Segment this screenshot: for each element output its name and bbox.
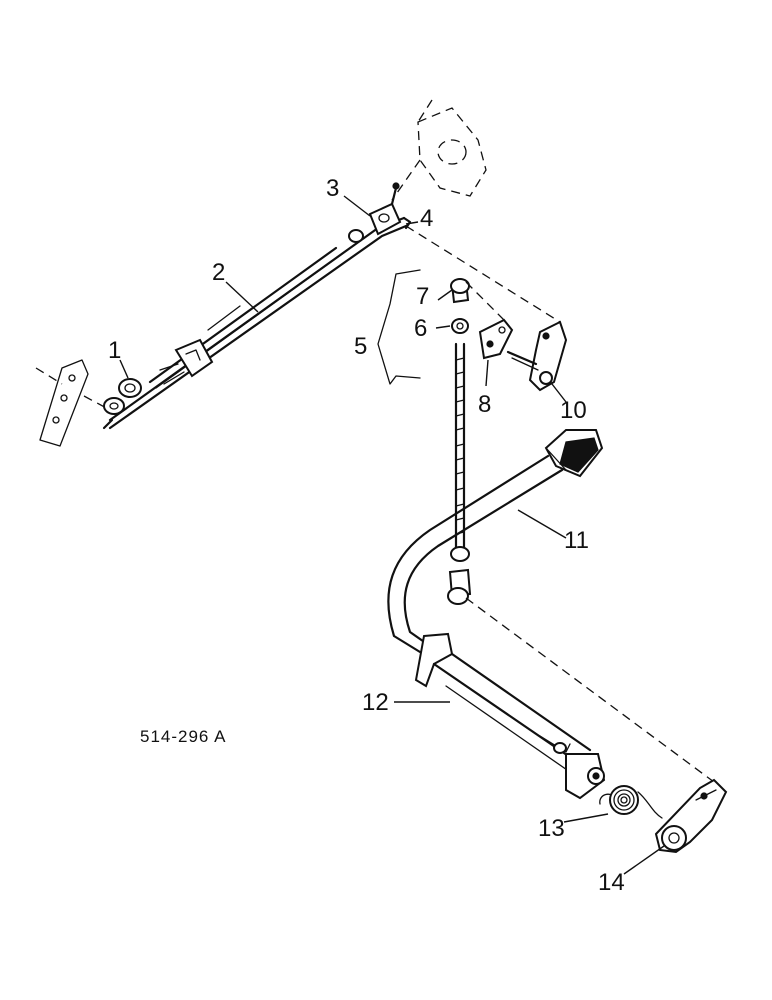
threaded-rod — [447, 342, 472, 605]
callout-4: 4 — [420, 205, 433, 232]
torsion-spring — [599, 785, 663, 819]
callout-14: 14 — [598, 869, 625, 896]
callout-11: 11 — [564, 527, 589, 554]
pivot-shaft — [414, 632, 606, 800]
control-rod — [102, 216, 412, 430]
callout-labels: 1 2 3 4 5 6 7 8 10 11 12 13 14 — [108, 175, 625, 896]
rod-nuts — [103, 378, 142, 415]
callout-2: 2 — [212, 259, 225, 286]
ghost-mounting-bracket-left — [35, 359, 111, 447]
callout-13: 13 — [538, 815, 565, 842]
callout-8: 8 — [478, 391, 491, 418]
callout-5: 5 — [354, 333, 367, 360]
quadrant-plate — [654, 778, 728, 854]
callout-3: 3 — [326, 175, 339, 202]
callout-12: 12 — [362, 689, 389, 716]
rod-end-yoke — [348, 182, 402, 243]
ghost-mounting-bracket-top — [391, 99, 487, 201]
figure-code: 514-296 A — [140, 727, 227, 746]
callout-6: 6 — [414, 315, 427, 342]
pedal-arm — [387, 429, 604, 654]
adjuster-assembly — [377, 269, 568, 392]
callout-1: 1 — [108, 337, 121, 364]
callout-7: 7 — [416, 283, 429, 310]
callout-10: 10 — [560, 397, 587, 424]
leader-lines — [119, 195, 665, 875]
alignment-lines — [405, 225, 715, 783]
